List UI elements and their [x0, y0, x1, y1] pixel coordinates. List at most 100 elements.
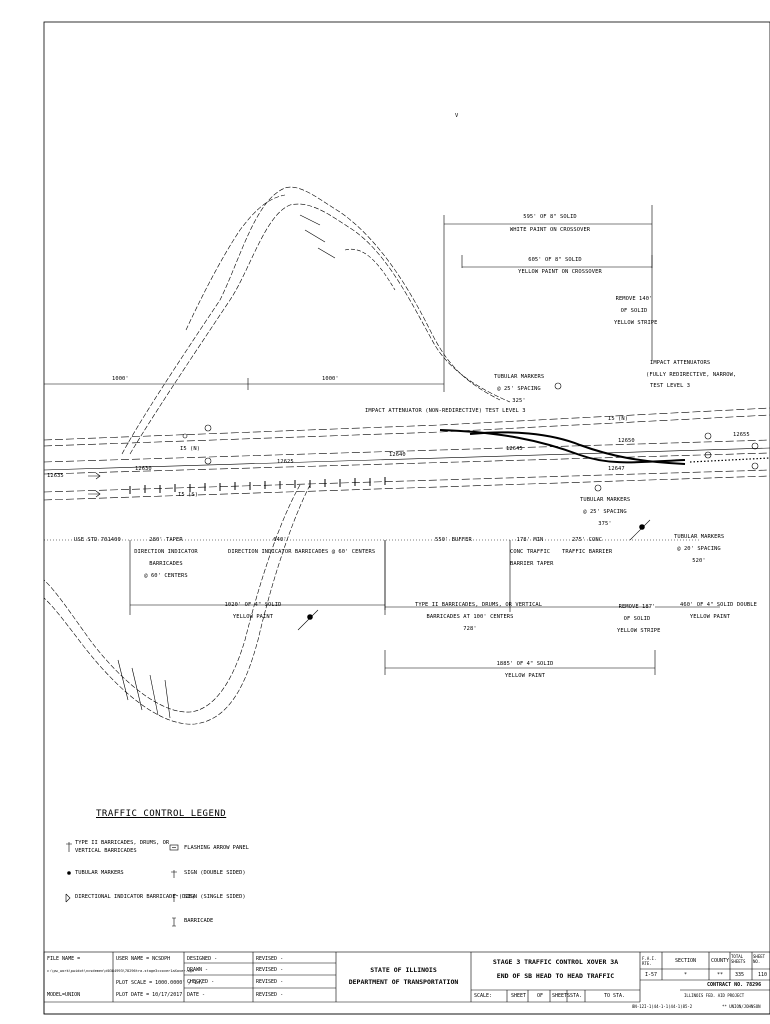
taper-4: @ 60' CENTERS: [144, 573, 188, 579]
yellow-1885-1: 1885' OF 4" SOLID: [496, 661, 554, 667]
remove-top-2: OF SOLID: [620, 308, 648, 314]
legend-barricade: BARRICADE: [184, 918, 214, 924]
taper-1: 280' TAPER: [149, 537, 183, 543]
impact-right-2: (FULLY REDIRECTIVE, NARROW,: [646, 372, 737, 378]
station-12630: 12630: [135, 466, 152, 472]
legend-type2-line-1: TYPE II BARRICADES, DRUMS, OR: [75, 840, 170, 846]
tb-drawn: DRAWN -: [187, 967, 209, 973]
taper-3: BARRICADES: [149, 561, 183, 567]
tb-scale: SCALE:: [474, 993, 493, 999]
tb-title-2: END OF SB HEAD TO HEAD TRAFFIC: [496, 972, 615, 980]
conc-barrier-1: 275' CONC: [571, 537, 603, 543]
yellow-solid-line-2: YELLOW PAINT ON CROSSOVER: [518, 269, 602, 275]
station-12655: 12655: [733, 432, 750, 438]
legend-arrow-panel: FLASHING ARROW PANEL: [184, 845, 249, 851]
tb-county-name: ** UNION/JOHNSON: [722, 1004, 761, 1009]
legend-type2-line-2: VERTICAL BARRICADES: [75, 847, 137, 854]
tb-sheets: SHEETS: [552, 993, 571, 999]
tb-sheet: SHEET: [511, 993, 527, 999]
type2-2: BARRICADES AT 100' CENTERS: [426, 614, 514, 620]
tb-user-name: USER NAME = NCSDPH: [116, 956, 171, 962]
tb-no-val: 110: [758, 972, 768, 978]
tb-to-sta: TO STA.: [604, 993, 626, 999]
tubular-top-2: @ 25' SPACING: [497, 386, 541, 392]
tb-far-rte: F.A.I. RTE.: [642, 956, 657, 966]
tb-revised-1: REVISED -: [256, 956, 284, 962]
tb-sheet-no: SHEET NO.: [753, 954, 766, 964]
station-12635-left: 12635: [47, 473, 64, 479]
double-yellow-1: 460' OF 4" SOLID DOUBLE: [680, 602, 757, 608]
tb-total-sheets: TOTAL SHEETS: [731, 954, 746, 964]
yellow-1885-2: YELLOW PAINT: [504, 673, 546, 679]
tb-designed: DESIGNED -: [187, 956, 218, 962]
route-label-lower: I5 (S): [178, 492, 199, 498]
tb-path: c:\pw_work\pwidot\ncsdemen\d0384993\7829…: [47, 969, 195, 973]
impact-right-3: TEST LEVEL 3: [650, 383, 691, 389]
tb-revised-3: REVISED -: [256, 979, 284, 985]
tb-model: MODEL=UNION: [47, 992, 81, 998]
remove-bottom-2: OF SOLID: [623, 616, 651, 622]
tb-file-name: FILE NAME =: [47, 956, 81, 962]
tb-dept: DEPARTMENT OF TRANSPORTATION: [348, 978, 459, 986]
dist-mid: 1000': [322, 376, 339, 382]
legend-type2: TYPE II BARRICADES, DRUMS, OR VERTICAL B…: [75, 840, 169, 855]
taper-2: DIRECTION INDICATOR: [134, 549, 198, 555]
tb-section: SECTION: [675, 958, 697, 964]
double-yellow-2: YELLOW PAINT: [689, 614, 731, 620]
conc-taper-3: BARRIER TAPER: [510, 561, 554, 567]
dist-left: 1000': [112, 376, 129, 382]
dir-barr-1: 640': [273, 537, 287, 543]
legend-sign-single: SIGN (SINGLE SIDED): [184, 894, 246, 900]
impact-right-1: IMPACT ATTENUATORS: [650, 360, 711, 366]
tb-checked: CHECKED -: [187, 979, 215, 985]
tb-of: OF: [537, 993, 544, 999]
tb-rte-val: I-57: [645, 972, 658, 978]
station-12650: 12650: [618, 438, 635, 444]
legend-sign-double: SIGN (DOUBLE SIDED): [184, 870, 246, 876]
north-arrow-icon: V: [455, 113, 459, 119]
station-12645: 12645: [506, 446, 523, 452]
yellow-solid-line-1: 605' OF 8" SOLID: [528, 257, 582, 263]
tb-plot-date: PLOT DATE = 10/17/2017: [116, 992, 183, 998]
tubular-top-1: TUBULAR MARKERS: [494, 374, 545, 380]
tubular-top-3: 325': [512, 398, 526, 404]
tb-plot-scale: PLOT SCALE = 1000.0000' / in.: [116, 980, 204, 986]
conc-taper-2: CONC TRAFFIC: [510, 549, 551, 555]
tubular-mid-1: TUBULAR MARKERS: [580, 497, 631, 503]
tubular-right-1: TUBULAR MARKERS: [674, 534, 725, 540]
legend-dib: DIRECTIONAL INDICATOR BARRICADE (DIB): [75, 894, 196, 900]
station-12625: 12625: [277, 459, 294, 465]
tb-title-1: STAGE 3 TRAFFIC CONTROL XOVER 3A: [492, 958, 619, 966]
roadway-drawing: [43, 186, 770, 1015]
impact-left-label: IMPACT ATTENUATOR (NON-REDIRECTIVE) TEST…: [365, 408, 526, 414]
legend-tubular: TUBULAR MARKERS: [75, 870, 124, 876]
tb-section-val: *: [684, 972, 688, 978]
tb-revised-4: REVISED -: [256, 992, 284, 998]
use-std-label: USE STD 701400: [74, 537, 121, 543]
tb-county: COUNTY: [711, 958, 730, 964]
legend-title: TRAFFIC CONTROL LEGEND: [96, 809, 227, 819]
remove-top-3: YELLOW STRIPE: [614, 320, 658, 326]
remove-bottom-3: YELLOW STRIPE: [617, 628, 661, 634]
tb-state: STATE OF ILLINOIS: [370, 966, 437, 974]
white-solid-line-1: 595' OF 8" SOLID: [523, 214, 577, 220]
white-solid-line-2: WHITE PAINT ON CROSSOVER: [509, 227, 591, 233]
tubular-mid-2: @ 25' SPACING: [583, 509, 627, 515]
tb-sta: STA.: [570, 993, 583, 999]
dir-barr-2: DIRECTION INDICATOR BARRICADES @ 60' CEN…: [228, 549, 376, 555]
remove-bottom-1: REMOVE 187': [618, 604, 656, 610]
route-label-upper-right: I5 (N): [608, 416, 629, 422]
buffer-label: 550' BUFFER: [435, 537, 472, 543]
conc-taper-1: 178' MIN: [516, 537, 544, 543]
tb-revised-2: REVISED -: [256, 967, 284, 973]
station-12640: 12640: [389, 452, 406, 458]
tb-contract: CONTRACT NO. 78296: [707, 982, 762, 988]
station-12647: 12647: [608, 466, 625, 472]
tb-project-label: ILLINOIS FED. AID PROJECT: [684, 993, 745, 998]
type2-1: TYPE II BARRICADES, DRUMS, OR VERTICAL: [415, 602, 543, 608]
type2-3: 728': [463, 626, 477, 632]
tb-project-id: 8N-12I-1(44-1-1(44-1)85-2: [632, 1004, 693, 1009]
route-label-upper-left: I5 (N): [180, 446, 201, 452]
remove-top-1: REMOVE 140': [615, 296, 653, 302]
